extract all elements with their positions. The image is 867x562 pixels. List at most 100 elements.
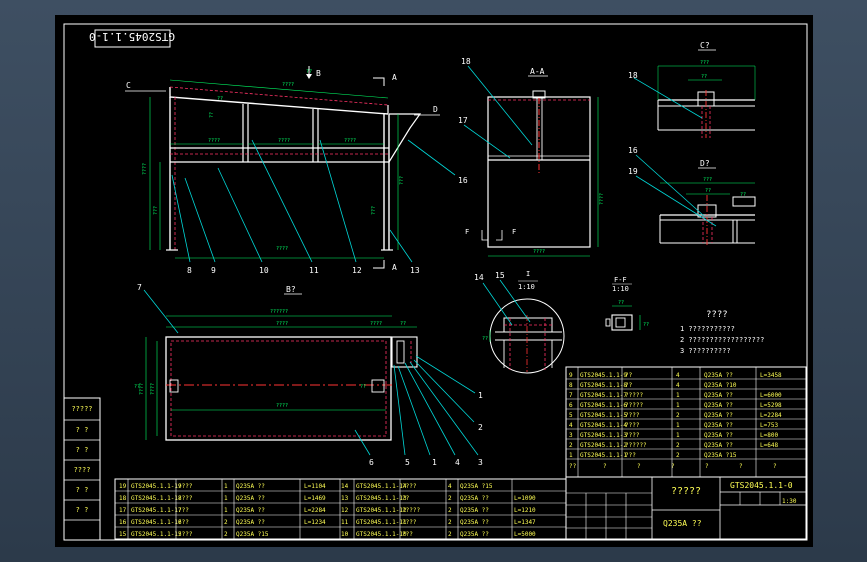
bom-bottom-cell-0-1: GTS2045.1.1-19: [131, 483, 182, 490]
balloon-16: 16: [458, 176, 468, 185]
svg-text:??: ??: [217, 96, 223, 102]
svg-text:????: ????: [142, 163, 148, 175]
bom-bottom-cell-1-11: L=1090: [514, 495, 536, 502]
f-mark-left: F: [465, 228, 469, 236]
bom-bottom-cell-2-0: 17: [119, 507, 127, 514]
bom-bottom-cell-0-3: 1: [224, 483, 228, 490]
bom-bottom-cell-1-10: Q235A ??: [460, 495, 489, 502]
svg-text:??: ??: [360, 384, 366, 390]
section-aa-view: A-A ???? ???? F F 18 17: [458, 57, 605, 257]
bom-bottom-cell-3-1: GTS2045.1.1-16: [131, 519, 182, 526]
bom-right-cell-6-3: 1: [676, 432, 680, 439]
svg-text:???: ???: [371, 206, 377, 215]
bom-bottom-cell-4-8: ???: [402, 531, 413, 538]
bom-right-cell-3-0: 6: [569, 402, 573, 409]
bom-right-cell-2-4: Q235A ??: [704, 392, 733, 399]
balloon-9: 9: [211, 266, 216, 275]
title-block: ????? Q235A ?? GTS2045.1.1-0 1:30: [565, 476, 807, 540]
balloon-10: 10: [259, 266, 269, 275]
svg-text:??: ??: [400, 321, 406, 327]
bom-right-cell-2-1: GTS2045.1.1-7: [580, 392, 627, 399]
bom-bottom-cell-2-6: 12: [341, 507, 349, 514]
bom-right-header-4: ?: [705, 463, 709, 470]
svg-text:???: ???: [700, 60, 709, 66]
bom-bottom-cell-0-2: ????: [178, 483, 193, 490]
svg-text:??: ??: [643, 322, 649, 328]
balloon-13: 13: [410, 266, 420, 275]
bom-right-cell-7-1: GTS2045.1.1-2: [580, 442, 627, 449]
bom-right-cell-8-2: ???: [625, 452, 636, 459]
bom-right-cell-0-3: 4: [676, 372, 680, 379]
bom-bottom-cell-0-4: Q235A ??: [236, 483, 265, 490]
svg-text:??????: ??????: [270, 309, 288, 315]
bom-right-cell-7-3: 2: [676, 442, 680, 449]
bom-right-cell-6-2: ????: [625, 432, 640, 439]
bom-bottom-cell-2-1: GTS2045.1.1-17: [131, 507, 182, 514]
bom-right-cell-1-3: 4: [676, 382, 680, 389]
bom-bottom-cell-4-9: 2: [448, 531, 452, 538]
view-c-title: C?: [700, 41, 710, 50]
bom-right-cell-5-3: 1: [676, 422, 680, 429]
bom-right-cell-5-1: GTS2045.1.1-4: [580, 422, 627, 429]
bom-right-cell-4-0: 5: [569, 412, 573, 419]
bom-bottom-cell-2-4: Q235A ??: [236, 507, 265, 514]
view-b-title: B?: [286, 285, 296, 294]
bom-bottom-cell-2-8: ?????: [402, 507, 420, 514]
bom-right-header-3: ?: [671, 463, 675, 470]
bom-right-header-0: ??: [569, 463, 577, 470]
bom-bottom-cell-3-9: 2: [448, 519, 452, 526]
rotated-drawing-number: GTS2045.1.1-0: [89, 30, 175, 43]
svg-text:????: ????: [533, 249, 545, 255]
bom-bottom-cell-2-9: 2: [448, 507, 452, 514]
bom-right-cell-5-2: ????: [625, 422, 640, 429]
balloon-12: 12: [352, 266, 362, 275]
svg-text:????: ????: [344, 138, 356, 144]
technical-notes: ???? 1 ??????????? 2 ?????????????????? …: [680, 310, 764, 355]
bom-right-header-2: ?: [637, 463, 641, 470]
side-strip: ????? ? ? ? ? ???? ? ? ? ?: [63, 397, 101, 541]
balloon-4: 4: [455, 458, 460, 467]
balloon-18-a: 18: [461, 57, 471, 66]
bom-bottom-cell-1-9: 2: [448, 495, 452, 502]
bom-bottom-cell-1-6: 13: [341, 495, 349, 502]
bom-bottom-cell-4-7: GTS2045.1.1-10: [356, 531, 407, 538]
svg-text:????: ????: [208, 138, 220, 144]
strip-cell-5: ? ?: [76, 506, 89, 514]
bom-bottom-cell-2-7: GTS2045.1.1-12: [356, 507, 407, 514]
bom-right-cell-7-0: 2: [569, 442, 573, 449]
bom-right-cell-3-5: L=5298: [760, 402, 782, 409]
bom-right-cell-2-0: 7: [569, 392, 573, 399]
section-a-label-top: A: [392, 73, 397, 82]
balloon-3: 3: [478, 458, 483, 467]
detail-i: I 1:10 ?? 14 15: [474, 270, 565, 374]
bom-bottom-cell-1-3: 1: [224, 495, 228, 502]
strip-cell-0: ?????: [71, 405, 92, 413]
bom-right-cell-6-1: GTS2045.1.1-3: [580, 432, 627, 439]
section-ff: F-F 1:10 ?? ??: [605, 276, 649, 331]
balloon-16-d: 16: [628, 146, 638, 155]
bom-bottom-cell-4-1: GTS2045.1.1-15: [131, 531, 182, 538]
detail-i-title: I: [526, 270, 530, 278]
bom-bottom-cell-2-2: ???: [178, 507, 189, 514]
bom-bottom-cell-0-0: 19: [119, 483, 127, 490]
bom-bottom-cell-1-4: Q235A ??: [236, 495, 265, 502]
bom-right-cell-6-0: 3: [569, 432, 573, 439]
svg-text:????: ????: [276, 321, 288, 327]
bom-right-cell-2-5: L=6000: [760, 392, 782, 399]
bom-bottom-cell-0-9: 4: [448, 483, 452, 490]
view-c: C? ??? ?? 18: [628, 41, 756, 138]
svg-text:??: ??: [705, 188, 711, 194]
strip-cell-4: ? ?: [76, 486, 89, 494]
view-d-title: D?: [700, 159, 710, 168]
bom-right-cell-8-0: 1: [569, 452, 573, 459]
bom-bottom-cell-2-3: 1: [224, 507, 228, 514]
bom-bottom-cell-0-6: 14: [341, 483, 349, 490]
note-line-1: 1 ???????????: [680, 325, 735, 333]
bom-right-cell-4-3: 2: [676, 412, 680, 419]
view-b-arrow-label: B: [316, 69, 321, 78]
bom-bottom-cell-0-10: Q235A ?15: [460, 483, 493, 490]
plan-view-b: B? ?????? ???? ???? ?? ???? ???? ???? ??…: [134, 283, 483, 467]
bom-bottom-cell-4-3: 2: [224, 531, 228, 538]
